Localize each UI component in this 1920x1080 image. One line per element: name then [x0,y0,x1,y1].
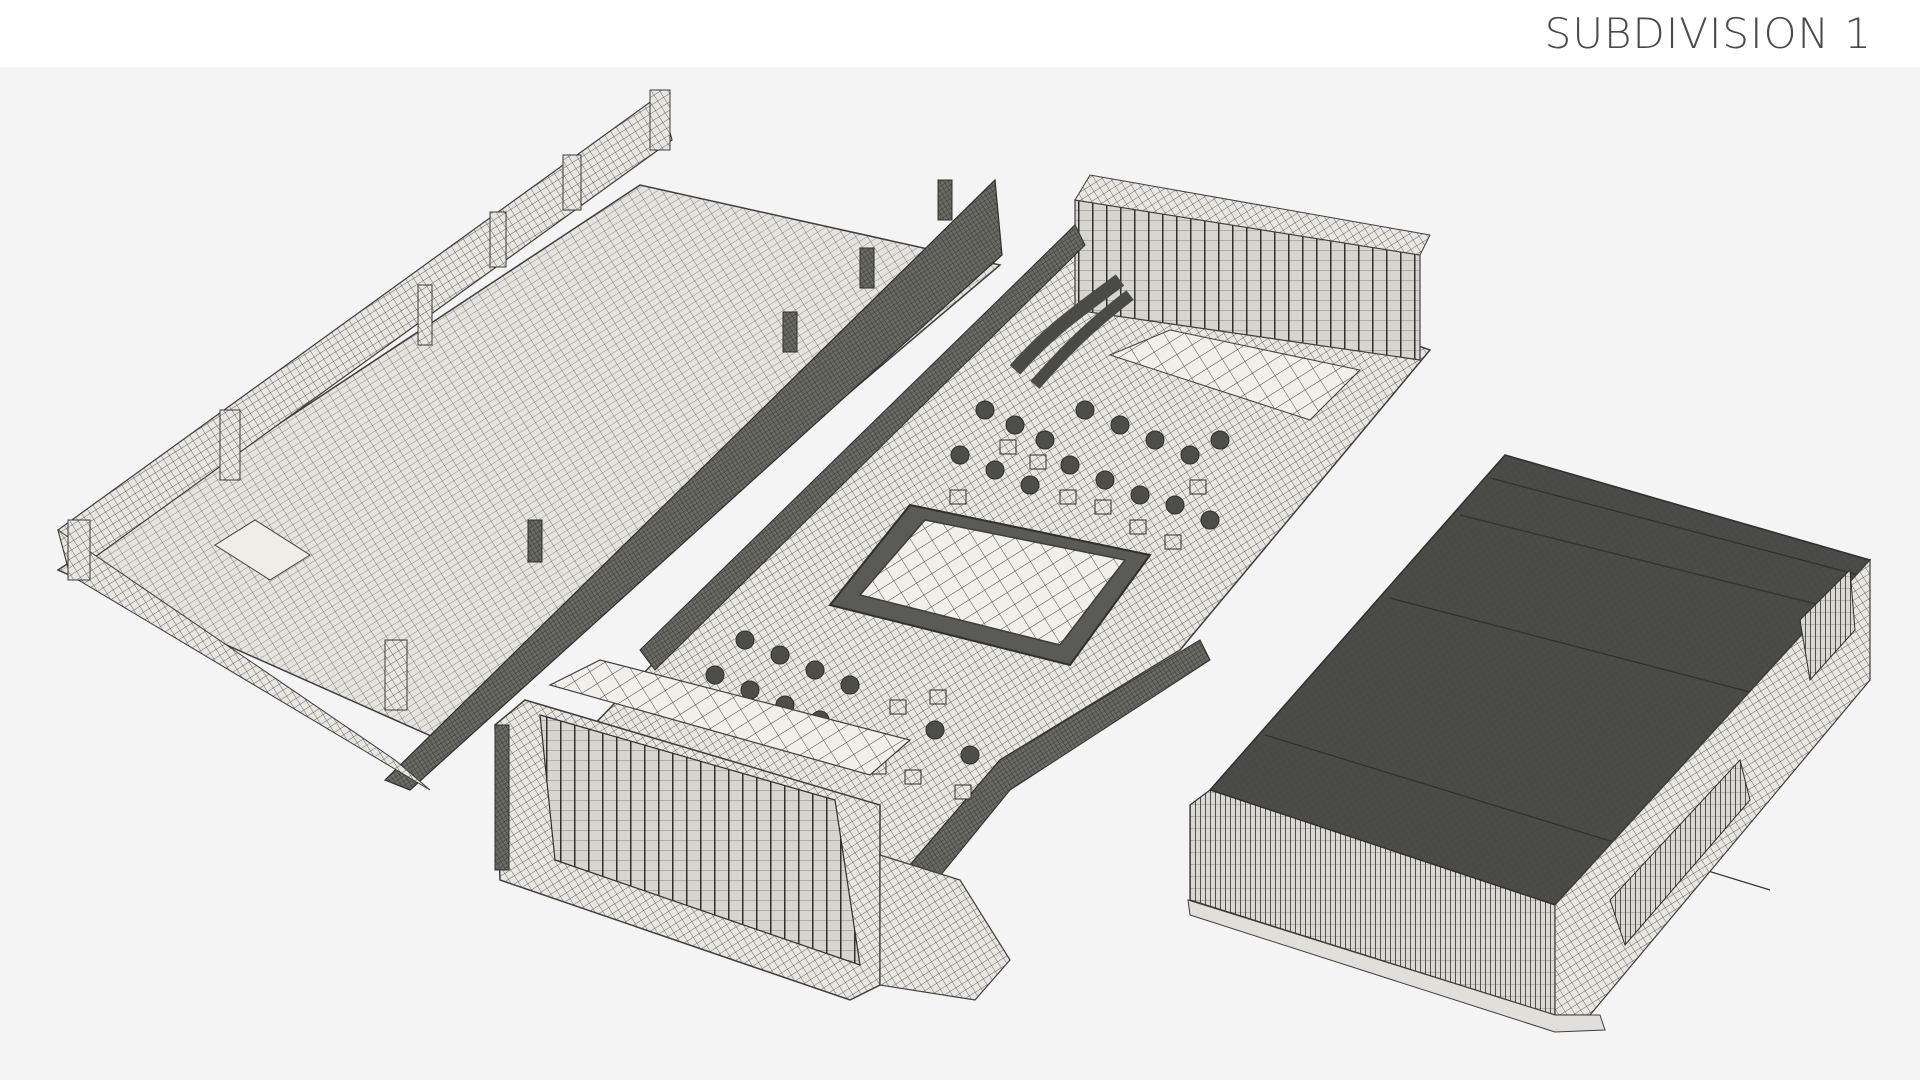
heatsink-wireframe-icon [1187,454,1872,1033]
page-title: SUBDIVISION 1 [1544,9,1872,58]
wireframe-scene [56,89,1872,1033]
render-viewport [0,67,1920,1080]
header-band: SUBDIVISION 1 [0,0,1920,67]
shroud-wireframe-icon [56,89,1003,791]
pcb-wireframe-icon [494,174,1432,1001]
